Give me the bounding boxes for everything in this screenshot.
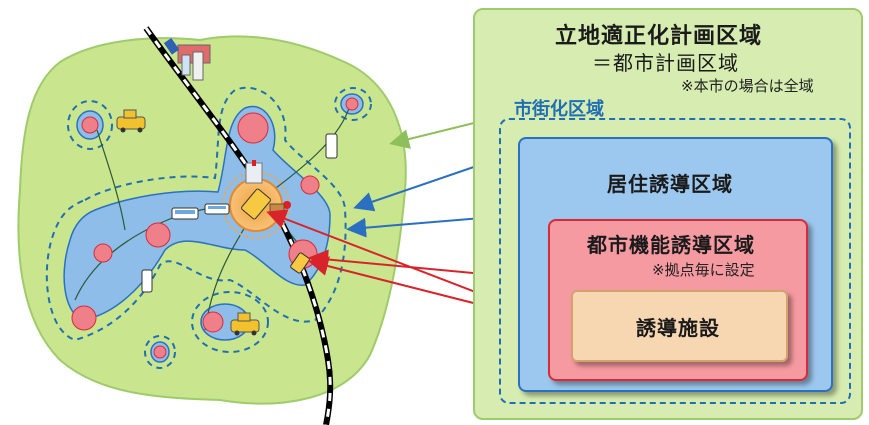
shop-icon xyxy=(269,203,285,215)
whole-city-note: ※本市の場合は全域 xyxy=(681,77,814,95)
taxi-icon xyxy=(116,109,146,133)
residential-zone-label: 居住誘導区域 xyxy=(607,172,733,196)
building-icon xyxy=(177,44,211,81)
arrow-planning-area xyxy=(389,122,475,149)
taxi-icon xyxy=(230,312,260,336)
inducement-facility-panel xyxy=(571,290,788,362)
bus-icon xyxy=(141,269,153,293)
bus-icon xyxy=(171,207,199,220)
train-icon xyxy=(163,37,180,55)
per-hub-note: ※拠点毎に設定 xyxy=(652,261,755,279)
planning-area-subtitle: ＝都市計画区域 xyxy=(592,51,739,75)
inducement-facility-label: 誘導施設 xyxy=(636,316,720,340)
urban-function-zone-label: 都市機能誘導区域 xyxy=(587,233,755,257)
facility-marker-secondary xyxy=(290,252,310,274)
bus-icon xyxy=(325,133,338,159)
planning-area-title: 立地適正化計画区域 xyxy=(555,24,763,49)
facility-marker-main xyxy=(241,188,271,220)
hospital-icon xyxy=(245,160,263,184)
urbanization-area-panel xyxy=(499,118,851,404)
red-dot xyxy=(283,201,291,209)
urbanization-boundary xyxy=(45,86,372,369)
bus-icon xyxy=(204,203,230,215)
urbanization-area-label: 市街化区域 xyxy=(514,99,604,120)
